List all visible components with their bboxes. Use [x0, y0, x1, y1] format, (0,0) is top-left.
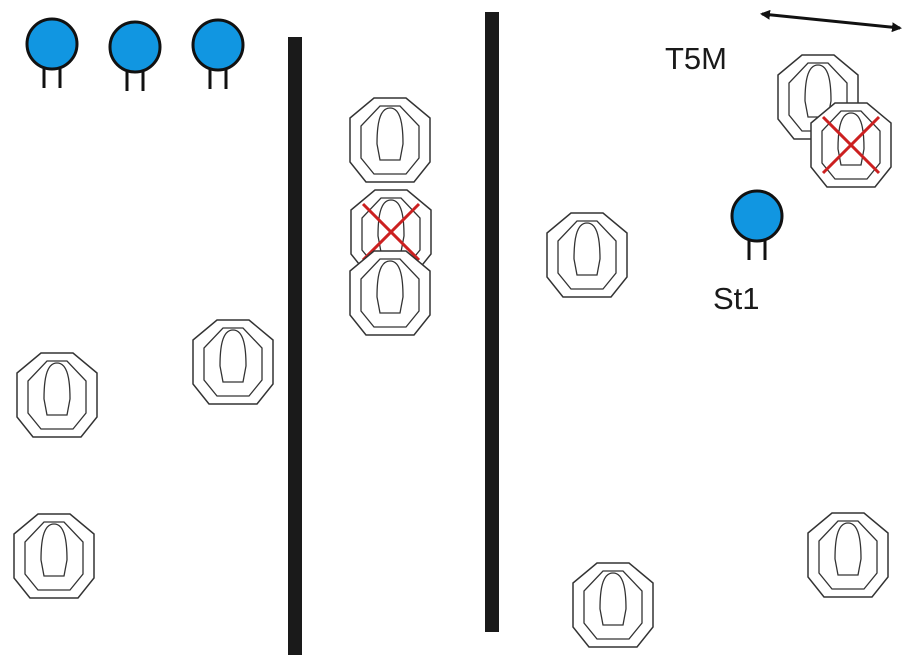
paper-target-right-5-no-shoot — [810, 102, 892, 188]
paper-target-left-2 — [192, 319, 274, 405]
paper-target-right-2 — [572, 562, 654, 648]
paper-target-left-3 — [13, 513, 95, 599]
steel-target-2 — [108, 20, 162, 91]
wall-left — [288, 37, 302, 655]
steel-target-1 — [25, 17, 79, 88]
paper-target-middle-3 — [349, 250, 431, 336]
paper-targets — [13, 54, 892, 648]
paper-target-left-1 — [16, 352, 98, 438]
distance-label: T5M — [665, 41, 727, 76]
steel-targets — [25, 17, 245, 91]
paper-target-right-1 — [546, 212, 628, 298]
steel-target-start — [730, 189, 784, 260]
paper-target-right-3 — [807, 512, 889, 598]
start-position-label: St1 — [713, 281, 760, 316]
paper-target-middle-1 — [349, 97, 431, 183]
steel-target-3 — [191, 18, 245, 89]
wall-middle — [485, 12, 499, 632]
distance-arrow — [760, 9, 902, 33]
